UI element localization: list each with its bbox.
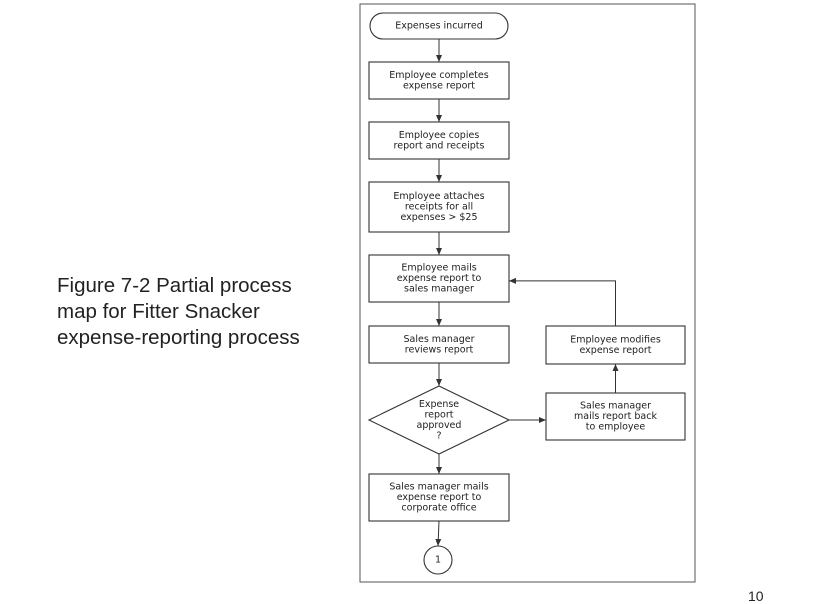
node-label-line: Sales manager mails: [389, 482, 488, 493]
page-number: 10: [748, 588, 764, 604]
node-connector-1: 1: [423, 545, 453, 575]
node-label-line: expense report to: [397, 273, 482, 284]
node-label-line: Employee copies: [399, 130, 480, 141]
node-expenses-incurred: Expenses incurred: [369, 12, 509, 40]
node-label-line: Employee mails: [401, 263, 476, 274]
node-label-line: report and receipts: [394, 140, 485, 151]
caption-line: Figure 7-2 Partial process: [57, 274, 292, 297]
node-label-line: report: [424, 409, 453, 420]
process-shape: [368, 254, 510, 303]
node-label-line: expense report: [403, 80, 475, 91]
node-label-line: Sales manager: [403, 334, 474, 345]
node-label-line: Employee completes: [389, 70, 488, 81]
node-label-line: mails report back: [574, 411, 657, 422]
process-shape: [368, 121, 510, 160]
node-label-line: ?: [436, 430, 441, 441]
decision-shape: [367, 385, 511, 455]
process-shape: [368, 473, 510, 522]
flowchart-frame: [359, 3, 696, 583]
node-label-line: Sales manager: [580, 401, 651, 412]
process-shape: [545, 392, 686, 441]
node-label-line: 1: [435, 555, 441, 566]
node-label-line: Expense: [419, 399, 459, 410]
terminator-shape: [369, 12, 509, 40]
node-label-line: reviews report: [405, 344, 474, 355]
process-shape: [368, 181, 510, 233]
edge-sales-manager-mails-corporate-to-connector-1: [435, 520, 442, 547]
node-label-line: approved: [417, 420, 462, 431]
process-shape: [368, 325, 510, 364]
node-label-line: Employee attaches: [393, 191, 484, 202]
node-label-line: expense report: [579, 345, 651, 356]
caption-line: expense-reporting process: [57, 326, 300, 349]
node-label-line: Employee modifies: [570, 334, 661, 345]
process-shape: [545, 325, 686, 365]
node-label-line: to employee: [586, 422, 646, 433]
node-label-line: expenses > $25: [400, 212, 477, 223]
edge-employee-modifies-report-to-employee-mails-report: [509, 277, 616, 326]
node-label-line: corporate office: [401, 503, 476, 514]
node-label-line: expense report to: [397, 492, 482, 503]
connector-shape: [423, 545, 453, 575]
node-label-line: sales manager: [404, 284, 474, 295]
node-label-line: receipts for all: [405, 202, 473, 213]
figure-caption: Figure 7-2 Partial process map for Fitte…: [57, 273, 342, 351]
caption-line: map for Fitter Snacker: [57, 300, 260, 323]
process-shape: [368, 61, 510, 100]
node-label-line: Expenses incurred: [395, 21, 483, 32]
